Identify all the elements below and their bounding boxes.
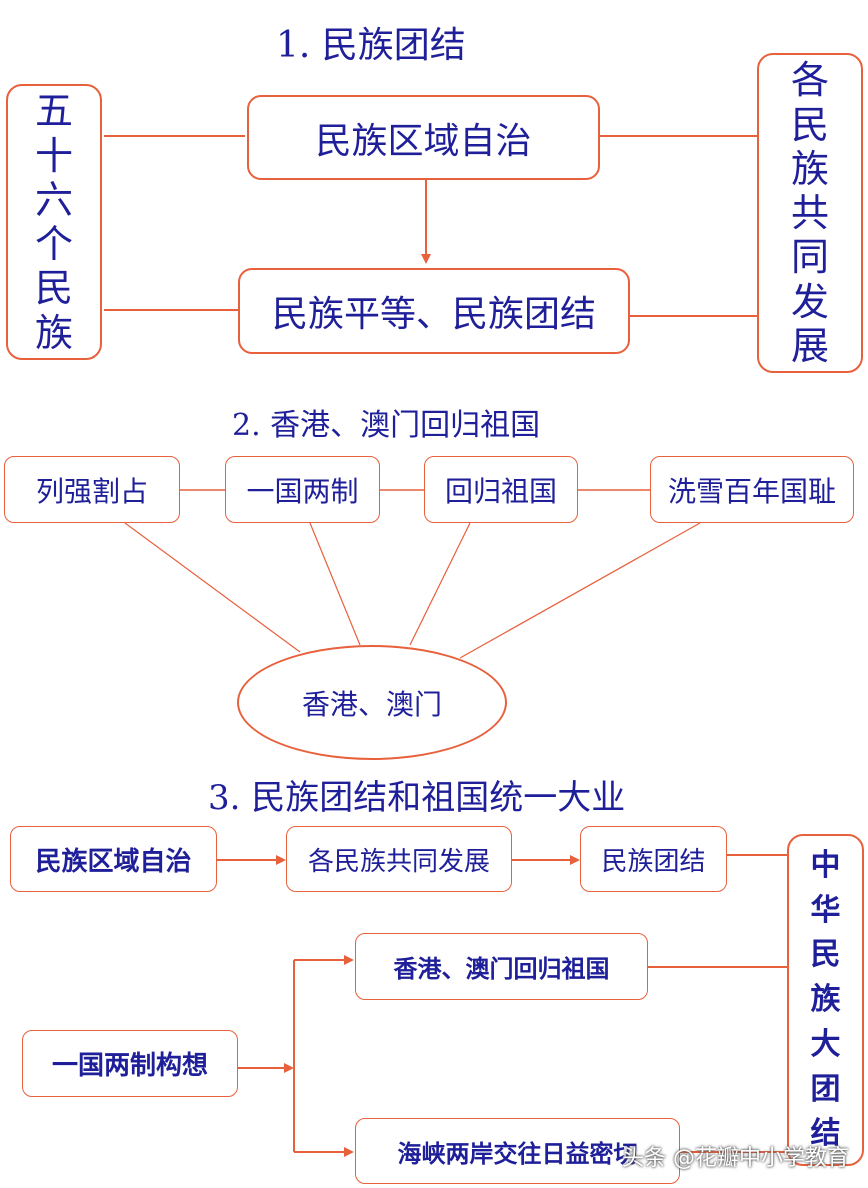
section1-title: 1. 民族团结 <box>276 25 466 66</box>
vertical-char: 民 <box>34 266 73 311</box>
return-to-motherland-box: 回归祖国 <box>424 456 578 523</box>
fifty-six-ethnic-groups-box: 五 十 六 个 民 族 <box>6 84 102 360</box>
vertical-char: 结 <box>810 1116 841 1152</box>
chinese-nation-unity-box: 中 华 民 族 大 团 结 <box>787 834 864 1166</box>
vertical-char: 族 <box>810 982 841 1017</box>
vertical-char: 族 <box>790 146 829 191</box>
section3-title: 3. 民族团结和祖国统一大业 <box>208 778 626 818</box>
vertical-char: 大 <box>810 1026 841 1062</box>
common-development-box-2: 各民族共同发展 <box>286 826 512 892</box>
cross-strait-exchange-box: 海峡两岸交往日益密切 <box>355 1118 680 1184</box>
vertical-char: 团 <box>810 1071 841 1107</box>
vertical-char: 展 <box>790 323 829 368</box>
regional-autonomy-box-2: 民族区域自治 <box>10 826 217 892</box>
regional-autonomy-box: 民族区域自治 <box>247 95 600 180</box>
section2-title: 2. 香港、澳门回归祖国 <box>232 408 541 443</box>
vertical-char: 同 <box>790 235 829 280</box>
hk-macau-return-box: 香港、澳门回归祖国 <box>355 933 648 1000</box>
powers-occupation-box: 列强割占 <box>4 456 180 523</box>
vertical-char: 十 <box>34 133 73 178</box>
vertical-char: 华 <box>810 892 841 928</box>
vertical-char: 中 <box>810 847 841 883</box>
vertical-char: 五 <box>34 89 73 134</box>
vertical-char: 六 <box>34 177 73 222</box>
vertical-char: 发 <box>790 279 829 324</box>
watermark-text: 头条 @花瓣中小学教育 <box>622 1146 849 1171</box>
one-country-two-systems-box: 一国两制 <box>225 456 380 523</box>
vertical-char: 共 <box>790 191 829 235</box>
vertical-char: 民 <box>810 937 841 973</box>
equality-unity-box: 民族平等、民族团结 <box>238 268 630 354</box>
vertical-char: 个 <box>34 222 73 267</box>
hongkong-macau-ellipse: 香港、澳门 <box>237 645 507 760</box>
wipe-out-humiliation-box: 洗雪百年国耻 <box>650 456 854 523</box>
vertical-char: 民 <box>790 102 829 147</box>
vertical-char: 各 <box>790 58 829 103</box>
one-country-two-systems-concept-box: 一国两制构想 <box>22 1030 238 1097</box>
vertical-char: 族 <box>34 310 73 355</box>
common-development-box: 各 民 族 共 同 发 展 <box>757 53 863 373</box>
ethnic-unity-box: 民族团结 <box>580 826 727 892</box>
